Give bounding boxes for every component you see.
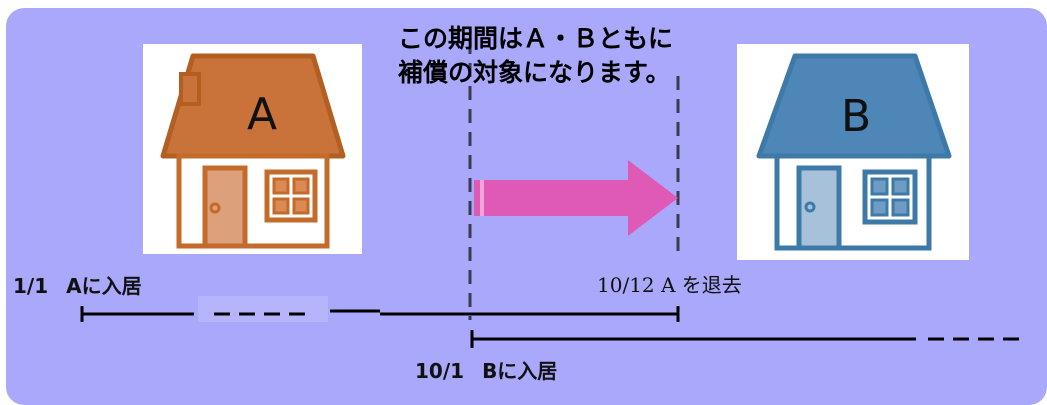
label-a-move-in: 1/1 Aに入居 [13,270,142,299]
label-b-move-in: 10/1 Bに入居 [415,355,557,384]
coverage-note-line1: この期間はＡ・Ｂともに [398,24,674,53]
a-residence-line [80,296,680,322]
label-a-move-out-text: A を退去 [661,273,742,297]
house-b-letter: B [841,91,872,142]
label-b-move-in-date: 10/1 [415,359,465,383]
b-residence-line [470,330,1024,348]
house-b-card: B [737,44,969,260]
coverage-note: この期間はＡ・Ｂともに 補償の対象になります。 [398,22,738,90]
right-arrow-icon [474,160,678,236]
house-a-letter: A [247,89,278,140]
label-b-move-in-text: Bに入居 [482,359,558,383]
house-a-icon [160,53,346,249]
coverage-note-line2: 補償の対象になります。 [398,58,671,87]
label-a-move-in-text: Aに入居 [66,274,142,298]
label-a-move-out: 10/12 A を退去 [597,269,742,298]
house-a-card: A [143,44,362,254]
label-a-move-in-date: 1/1 [13,274,49,298]
house-b-icon [756,53,952,251]
label-a-move-out-date: 10/12 [597,273,655,297]
